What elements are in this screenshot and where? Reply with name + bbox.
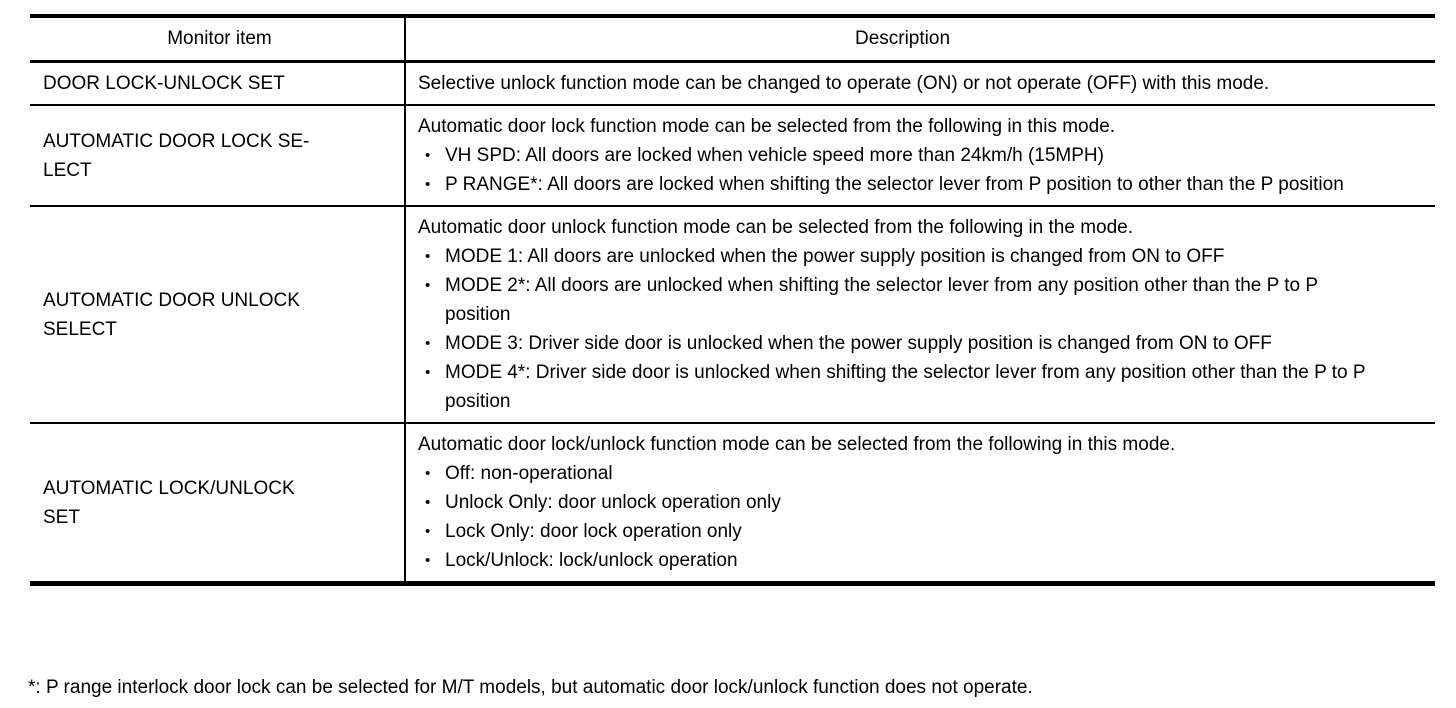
monitor-item-cell: AUTOMATIC DOOR UNLOCK SELECT	[30, 207, 406, 422]
table-row-automatic-lock-unlock-set: AUTOMATIC LOCK/UNLOCK SET Automatic door…	[30, 424, 1435, 581]
table-header-row: Monitor item Description	[30, 18, 1435, 63]
table-row-automatic-door-lock-select: AUTOMATIC DOOR LOCK SE- LECT Automatic d…	[30, 106, 1435, 207]
bullet-item: • MODE 3: Driver side door is unlocked w…	[418, 329, 1387, 358]
bullet-text: MODE 1: All doors are unlocked when the …	[445, 246, 1225, 267]
bullet-text: MODE 3: Driver side door is unlocked whe…	[445, 333, 1272, 354]
table-row-automatic-door-unlock-select: AUTOMATIC DOOR UNLOCK SELECT Automatic d…	[30, 207, 1435, 424]
description-intro: Selective unlock function mode can be ch…	[418, 73, 1270, 94]
bullet-text: Lock Only: door lock operation only	[445, 521, 742, 542]
monitor-item-cell: AUTOMATIC DOOR LOCK SE- LECT	[30, 106, 406, 205]
description-cell: Selective unlock function mode can be ch…	[406, 63, 1435, 104]
bullet-text: P RANGE*: All doors are locked when shif…	[445, 174, 1344, 195]
bullet-icon: •	[425, 552, 431, 569]
bullet-text: MODE 2*: All doors are unlocked when shi…	[445, 275, 1318, 325]
bullet-item: • MODE 1: All doors are unlocked when th…	[418, 242, 1387, 271]
bullet-icon: •	[425, 147, 431, 164]
bullet-icon: •	[425, 523, 431, 540]
description-cell: Automatic door lock function mode can be…	[406, 106, 1435, 205]
description-intro: Automatic door lock/unlock function mode…	[418, 434, 1176, 455]
bullet-text: VH SPD: All doors are locked when vehicl…	[445, 145, 1104, 166]
table-row-door-lock-unlock-set: DOOR LOCK-UNLOCK SET Selective unlock fu…	[30, 63, 1435, 106]
header-description: Description	[854, 28, 951, 49]
bullet-text: Unlock Only: door unlock operation only	[445, 492, 781, 513]
bullet-item: • Off: non-operational	[418, 459, 1387, 488]
description-intro: Automatic door unlock function mode can …	[418, 217, 1134, 238]
bullet-text: MODE 4*: Driver side door is unlocked wh…	[445, 362, 1366, 412]
bullet-icon: •	[425, 465, 431, 482]
bullet-item: • Lock/Unlock: lock/unlock operation	[418, 546, 1387, 575]
header-monitor-item: Monitor item	[30, 18, 406, 60]
bullet-item: • MODE 4*: Driver side door is unlocked …	[418, 358, 1387, 416]
bullet-icon: •	[425, 494, 431, 511]
monitor-item-cell: AUTOMATIC LOCK/UNLOCK SET	[30, 424, 406, 581]
description-cell: Automatic door lock/unlock function mode…	[406, 424, 1435, 581]
bullet-icon: •	[425, 364, 431, 381]
bullet-item: • P RANGE*: All doors are locked when sh…	[418, 170, 1387, 199]
bullet-item: • Lock Only: door lock operation only	[418, 517, 1387, 546]
description-cell: Automatic door unlock function mode can …	[406, 207, 1435, 422]
bullet-text: Off: non-operational	[445, 463, 613, 484]
monitor-item-table: Monitor item Description DOOR LOCK-UNLOC…	[30, 14, 1435, 586]
monitor-item-cell: DOOR LOCK-UNLOCK SET	[30, 63, 406, 104]
description-intro: Automatic door lock function mode can be…	[418, 116, 1116, 137]
bullet-icon: •	[425, 248, 431, 265]
bullet-item: • VH SPD: All doors are locked when vehi…	[418, 141, 1387, 170]
bullet-icon: •	[425, 176, 431, 193]
bullet-text: Lock/Unlock: lock/unlock operation	[445, 550, 738, 571]
footnote: *: P range interlock door lock can be se…	[28, 677, 1033, 698]
bullet-item: • Unlock Only: door unlock operation onl…	[418, 488, 1387, 517]
bullet-item: • MODE 2*: All doors are unlocked when s…	[418, 271, 1387, 329]
bullet-icon: •	[425, 335, 431, 352]
bullet-icon: •	[425, 277, 431, 294]
